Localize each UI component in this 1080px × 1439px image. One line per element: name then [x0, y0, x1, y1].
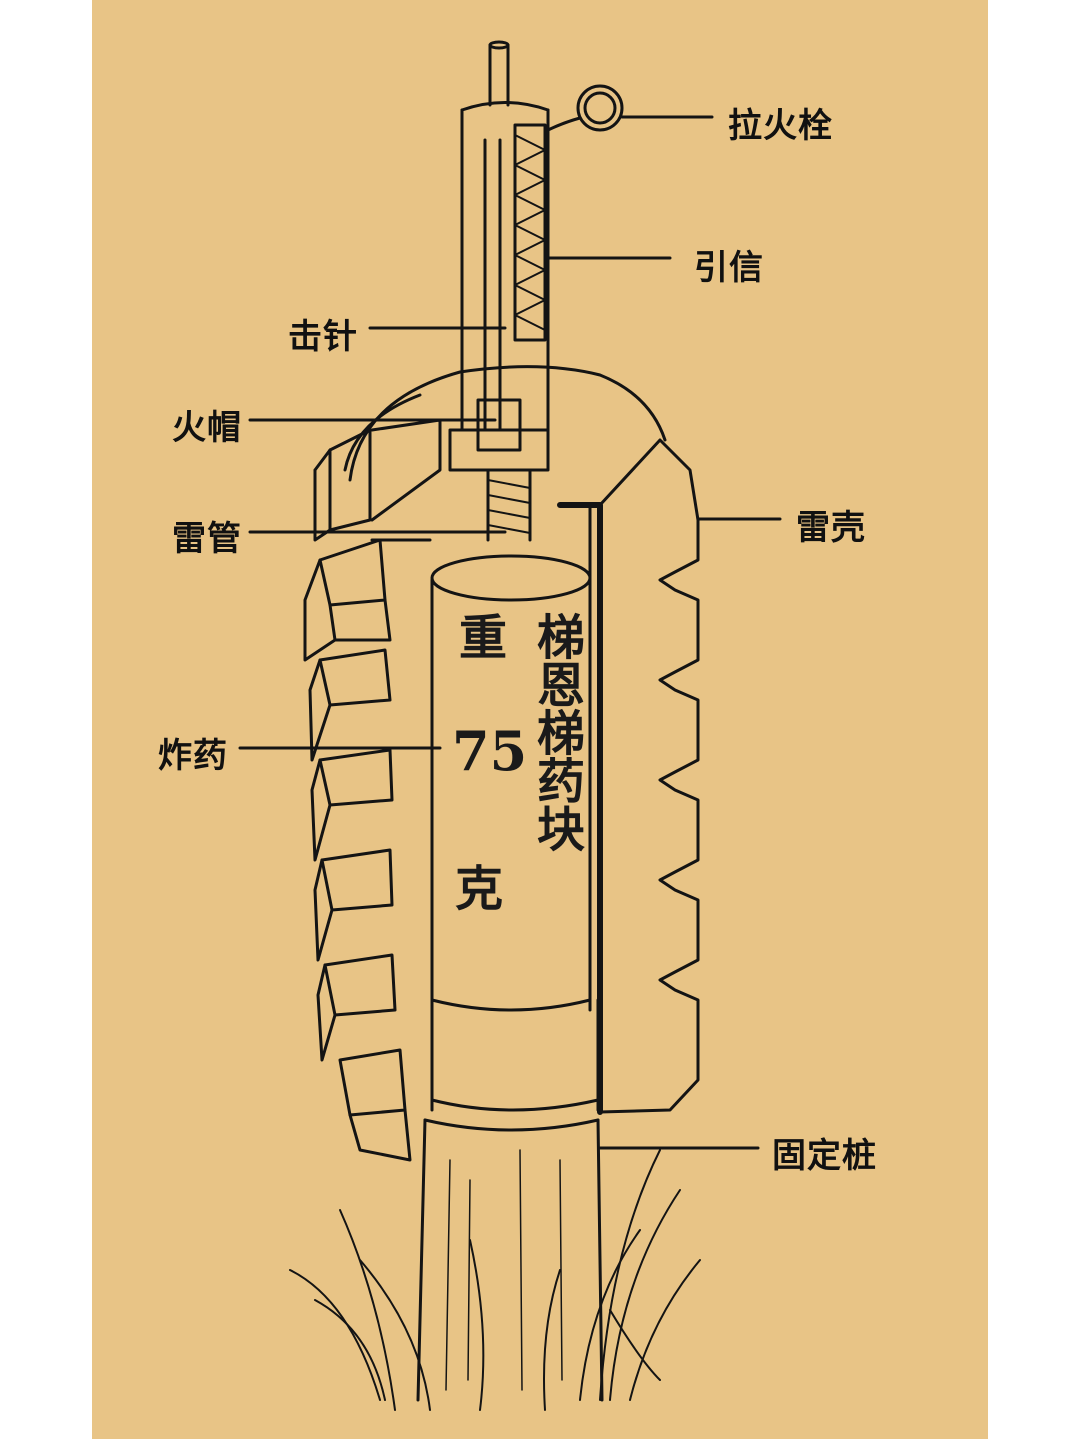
label-detonator: 雷管	[172, 519, 242, 559]
label-shell: 雷壳	[796, 508, 866, 548]
label-stake: 固定桩	[772, 1136, 877, 1176]
charge-text-line3: 75	[452, 719, 527, 783]
paper-background	[92, 0, 988, 1439]
explosive-block	[430, 554, 600, 1112]
leader-lines	[238, 115, 782, 1150]
fuse-assembly	[448, 40, 550, 542]
label-primer-cap: 火帽	[172, 408, 242, 448]
label-pull-ring: 拉火栓	[728, 106, 833, 146]
label-firing-pin: 击针	[288, 317, 358, 357]
grass	[289, 1149, 701, 1411]
charge-text-line4: 克	[455, 861, 503, 917]
charge-text-line2: 重	[450, 612, 506, 660]
charge-text-line1: 梯恩梯药块	[528, 612, 585, 852]
stake	[416, 1118, 604, 1402]
pull-ring	[546, 84, 624, 132]
label-explosive: 炸药	[158, 736, 228, 776]
charge-inscription: 梯恩梯药块 重 75 克	[450, 612, 585, 917]
label-fuse: 引信	[694, 248, 764, 288]
